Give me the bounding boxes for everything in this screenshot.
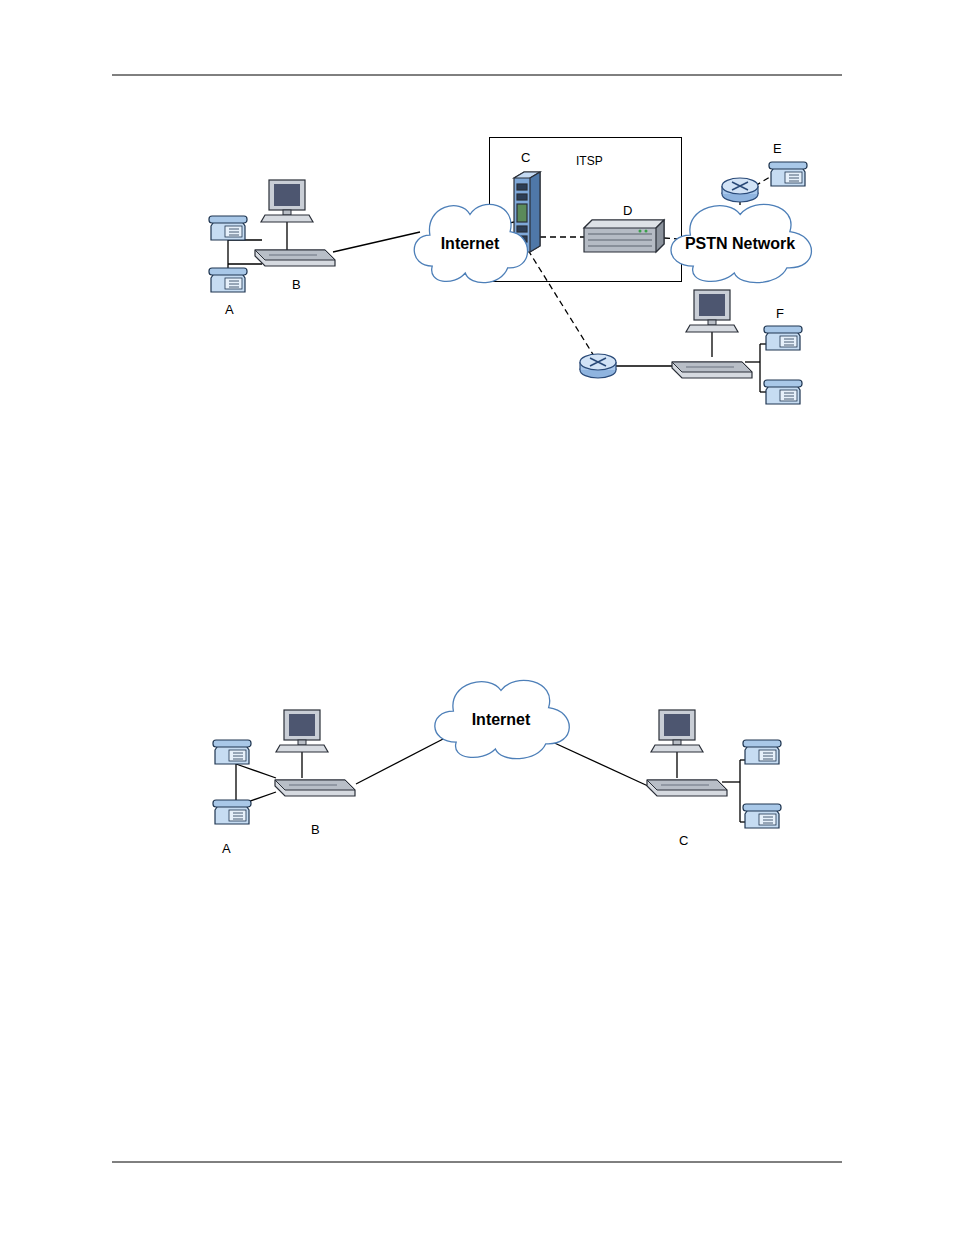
cloud-label: Internet <box>441 235 500 253</box>
network-cloud: Internet <box>411 199 529 285</box>
network-cloud: Internet <box>431 675 571 761</box>
callout-letter: B <box>311 822 320 837</box>
callout-letter: D <box>623 203 632 218</box>
callout-letter: B <box>292 277 301 292</box>
callout-letter: F <box>776 306 784 321</box>
callout-letter: C <box>521 150 530 165</box>
cloud-label: Internet <box>472 711 531 729</box>
callout-letter: A <box>225 302 234 317</box>
callout-letter: E <box>773 141 782 156</box>
callout-letter: C <box>679 833 688 848</box>
region-title: ITSP <box>576 154 603 168</box>
callout-letter: A <box>222 841 231 856</box>
cloud-label: PSTN Network <box>685 235 795 253</box>
network-cloud: PSTN Network <box>667 199 813 285</box>
